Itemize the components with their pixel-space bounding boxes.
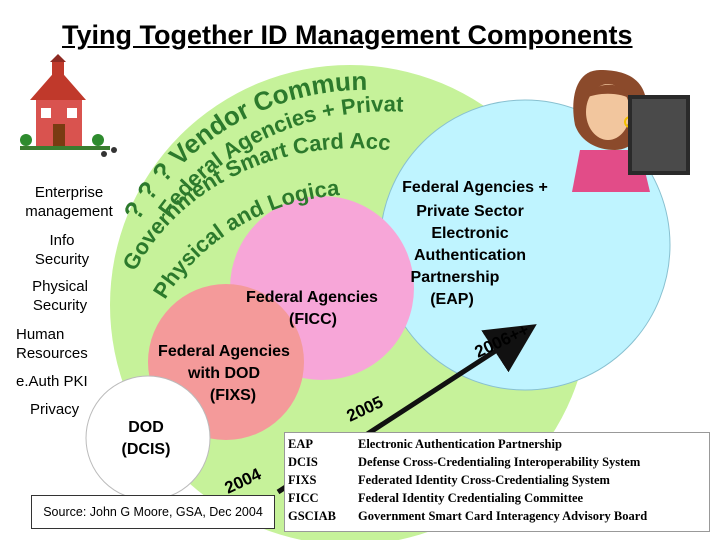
schoolhouse-icon [20, 54, 117, 157]
legend-abbr: FICC [288, 491, 319, 505]
svg-text:(FICC): (FICC) [289, 311, 337, 328]
legend-abbr: GSCIAB [288, 509, 336, 523]
svg-text:(EAP): (EAP) [430, 291, 474, 308]
svg-text:Partnership: Partnership [411, 269, 500, 286]
svg-text:DOD: DOD [128, 419, 164, 436]
legend-full: Federal Identity Credentialing Committee [358, 491, 584, 505]
svg-text:Authentication: Authentication [414, 247, 526, 264]
label-eauth-pki: e.Auth PKI [16, 373, 88, 390]
legend-abbr: FIXS [288, 473, 317, 487]
svg-text:Federal Agencies +: Federal Agencies + [402, 179, 548, 196]
legend-abbr: DCIS [288, 455, 318, 469]
label-human-resources: Human Resources [16, 326, 88, 362]
legend-full: Government Smart Card Interagency Adviso… [358, 509, 648, 523]
ficc-label: Federal Agencies (FICC) [246, 289, 378, 328]
svg-text:(DCIS): (DCIS) [122, 441, 171, 458]
legend-full: Defense Cross-Credentialing Interoperabi… [358, 455, 641, 469]
legend-full: Federated Identity Cross-Credentialing S… [358, 473, 610, 487]
label-physical-security: Physical Security [32, 278, 88, 314]
dcis-circle [85, 375, 211, 501]
svg-text:with DOD: with DOD [187, 365, 260, 382]
label-privacy: Privacy [30, 401, 80, 418]
label-enterprise-management: Enterprise management [25, 184, 113, 220]
legend-abbr: EAP [288, 437, 313, 451]
svg-text:Federal Agencies: Federal Agencies [246, 289, 378, 306]
legend-full: Electronic Authentication Partnership [358, 437, 562, 451]
svg-text:Federal Agencies: Federal Agencies [158, 343, 290, 360]
dcis-label: DOD (DCIS) [122, 419, 171, 458]
source-box: Source: John G Moore, GSA, Dec 2004 [31, 495, 275, 529]
svg-text:(FIXS): (FIXS) [210, 387, 256, 404]
fixs-label: Federal Agencies with DOD (FIXS) [158, 343, 290, 404]
acronym-legend: EAP Electronic Authentication Partnershi… [284, 432, 710, 532]
woman-computer-icon [572, 70, 690, 192]
eap-label: Federal Agencies + Private Sector Electr… [402, 179, 548, 308]
svg-text:Electronic: Electronic [431, 225, 508, 242]
page-title: Tying Together ID Management Components [62, 20, 633, 50]
label-info-security: Info Security [34, 232, 90, 268]
svg-text:Private Sector: Private Sector [416, 203, 524, 220]
